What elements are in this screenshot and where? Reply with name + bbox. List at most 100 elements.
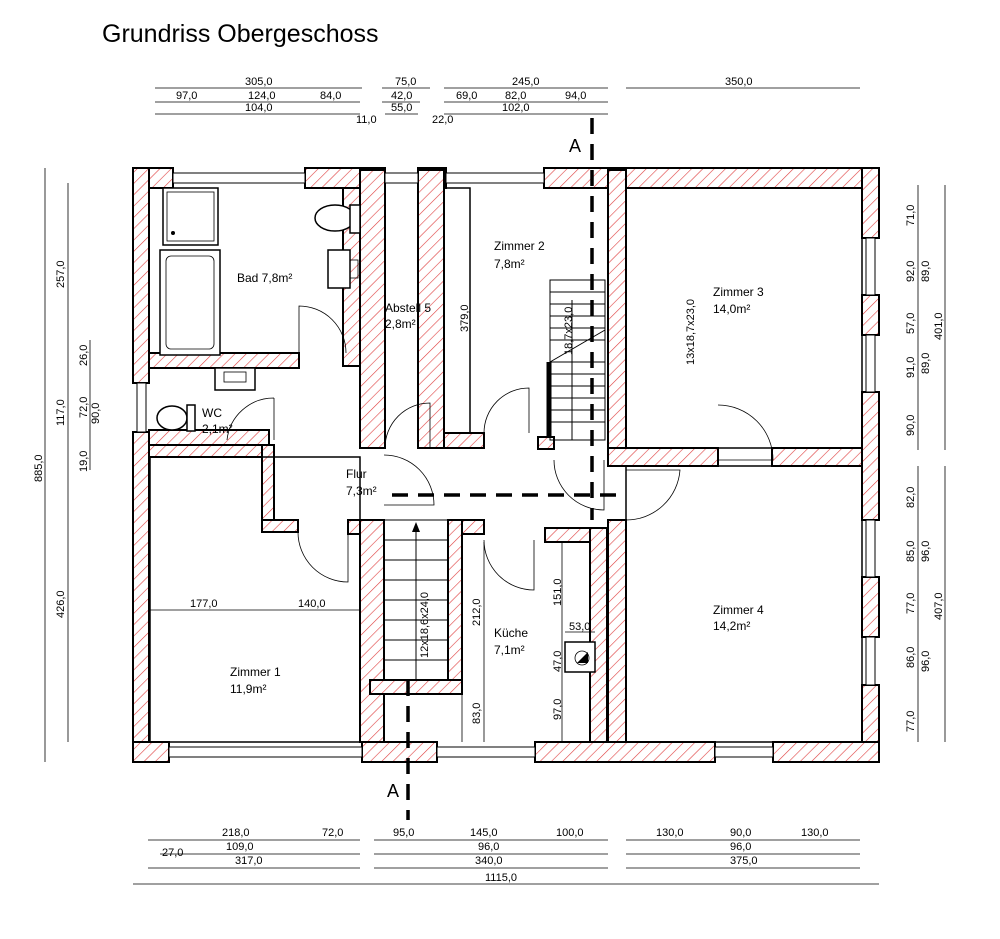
room-zimmer4-name: Zimmer 4 — [713, 603, 764, 617]
bot-dim-130b: 130,0 — [801, 827, 829, 839]
top-dim-104: 104,0 — [245, 102, 273, 114]
plan-title: Grundriss Obergeschoss — [102, 20, 379, 48]
stair-label-upper: 18,7x23,0 — [563, 307, 575, 355]
right-dim-90: 90,0 — [905, 415, 917, 436]
left-dim-117: 117,0 — [55, 399, 67, 426]
right-dim-89b: 89,0 — [920, 353, 932, 374]
top-dims: 305,0 75,0 245,0 350,0 97,0 124,0 84,0 4… — [155, 76, 860, 126]
stair-label-lower: 12x18,6x24,0 — [419, 592, 431, 658]
dim-kueche-212: 212,0 — [471, 598, 483, 626]
bot-dim-109: 109,0 — [226, 841, 254, 853]
room-abstell-area: 2,8m² — [385, 317, 416, 331]
dim-kueche-151: 151,0 — [552, 578, 564, 606]
right-dim-401: 401,0 — [933, 312, 945, 340]
top-dim-245: 245,0 — [512, 76, 540, 88]
top-dim-84: 84,0 — [320, 90, 341, 102]
top-dim-97: 97,0 — [176, 90, 197, 102]
top-dim-11: 11,0 — [356, 114, 377, 126]
bot-dim-375: 375,0 — [730, 855, 758, 867]
top-dim-55: 55,0 — [391, 102, 412, 114]
doors — [226, 305, 774, 591]
section-label-top: A — [569, 136, 581, 156]
dim-kueche-97: 97,0 — [552, 699, 564, 720]
bot-dim-1115: 1115,0 — [485, 872, 517, 884]
right-dim-57: 57,0 — [905, 313, 917, 334]
right-dim-96b: 96,0 — [920, 651, 932, 672]
top-dim-124: 124,0 — [248, 90, 276, 102]
room-kueche-area: 7,1m² — [494, 643, 525, 657]
right-dim-82: 82,0 — [905, 487, 917, 508]
bottom-dims: 218,0 72,0 95,0 145,0 100,0 130,0 90,0 1… — [133, 827, 879, 885]
room-wc-area: 2,1m² — [202, 422, 233, 436]
top-dim-69: 69,0 — [456, 90, 477, 102]
fixtures — [156, 187, 596, 742]
dim-kueche-47: 47,0 — [552, 651, 564, 672]
room-kueche-name: Küche — [494, 626, 528, 640]
room-flur-area: 7,3m² — [346, 484, 377, 498]
bot-dim-218: 218,0 — [222, 827, 250, 839]
left-dim-90: 90,0 — [90, 403, 102, 424]
left-dim-19: 19,0 — [78, 451, 90, 472]
room-zimmer3-area: 14,0m² — [713, 302, 750, 316]
left-dim-426: 426,0 — [55, 590, 67, 618]
section-line: A A — [387, 118, 620, 820]
right-dim-71: 71,0 — [905, 205, 917, 226]
bot-dim-340: 340,0 — [475, 855, 503, 867]
top-dim-102: 102,0 — [502, 102, 530, 114]
walls — [132, 167, 880, 763]
bot-dim-96a: 96,0 — [478, 841, 499, 853]
inner-dims: 177,0 140,0 379,0 212,0 83,0 151,0 53,0 … — [190, 304, 590, 724]
right-dim-91: 91,0 — [905, 357, 917, 378]
room-zimmer3-name: Zimmer 3 — [713, 285, 764, 299]
top-dim-22: 22,0 — [432, 114, 453, 126]
left-dim-257: 257,0 — [55, 260, 67, 288]
room-zimmer4-area: 14,2m² — [713, 619, 750, 633]
top-dim-82: 82,0 — [505, 90, 526, 102]
bot-dim-130a: 130,0 — [656, 827, 684, 839]
wall-lines — [149, 187, 863, 743]
bot-dim-100: 100,0 — [556, 827, 584, 839]
left-dim-26: 26,0 — [78, 345, 90, 366]
dim-kueche-53: 53,0 — [569, 621, 590, 633]
stairs — [383, 279, 606, 681]
right-dim-85: 85,0 — [905, 541, 917, 562]
room-zimmer2-name: Zimmer 2 — [494, 239, 545, 253]
right-dim-92: 92,0 — [905, 261, 917, 282]
dim-zimmer2-379: 379,0 — [459, 304, 471, 332]
dim-zimmer1-177: 177,0 — [190, 598, 218, 610]
right-dim-86: 86,0 — [905, 647, 917, 668]
room-bad: Bad 7,8m² — [237, 271, 292, 285]
room-abstell-name: Abstell 5 — [385, 301, 431, 315]
room-flur-name: Flur — [346, 467, 367, 481]
room-zimmer2-area: 7,8m² — [494, 257, 525, 271]
windows — [136, 172, 876, 758]
top-dim-305: 305,0 — [245, 76, 273, 88]
left-dim-885: 885,0 — [33, 454, 45, 482]
room-labels: Bad 7,8m² Abstell 5 2,8m² Zimmer 2 7,8m²… — [202, 239, 764, 696]
bot-dim-95: 95,0 — [393, 827, 414, 839]
top-dim-42: 42,0 — [391, 90, 412, 102]
dim-kueche-83: 83,0 — [471, 703, 483, 724]
dim-zimmer1-140: 140,0 — [298, 598, 326, 610]
right-dim-89a: 89,0 — [920, 261, 932, 282]
bot-dim-96b: 96,0 — [730, 841, 751, 853]
top-dim-94: 94,0 — [565, 90, 586, 102]
bot-dim-90: 90,0 — [730, 827, 751, 839]
room-zimmer1-area: 11,9m² — [230, 682, 266, 696]
right-dim-407: 407,0 — [933, 592, 945, 620]
right-dim-77b: 77,0 — [905, 711, 917, 732]
room-zimmer1-name: Zimmer 1 — [230, 665, 281, 679]
bot-dim-27: 27,0 — [162, 847, 183, 859]
right-dims: 71,0 92,0 89,0 57,0 91,0 89,0 90,0 401,0… — [905, 185, 946, 742]
top-dim-75: 75,0 — [395, 76, 416, 88]
left-dims: 885,0 257,0 26,0 117,0 72,0 90,0 19,0 42… — [33, 168, 102, 762]
room-wc-name: WC — [202, 406, 222, 420]
right-dim-96a: 96,0 — [920, 541, 932, 562]
bot-dim-145: 145,0 — [470, 827, 498, 839]
left-dim-72: 72,0 — [78, 397, 90, 418]
right-dim-77a: 77,0 — [905, 593, 917, 614]
stair-label-zimmer3: 13x18,7x23,0 — [685, 299, 697, 365]
bot-dim-317: 317,0 — [235, 855, 263, 867]
bot-dim-72: 72,0 — [322, 827, 343, 839]
